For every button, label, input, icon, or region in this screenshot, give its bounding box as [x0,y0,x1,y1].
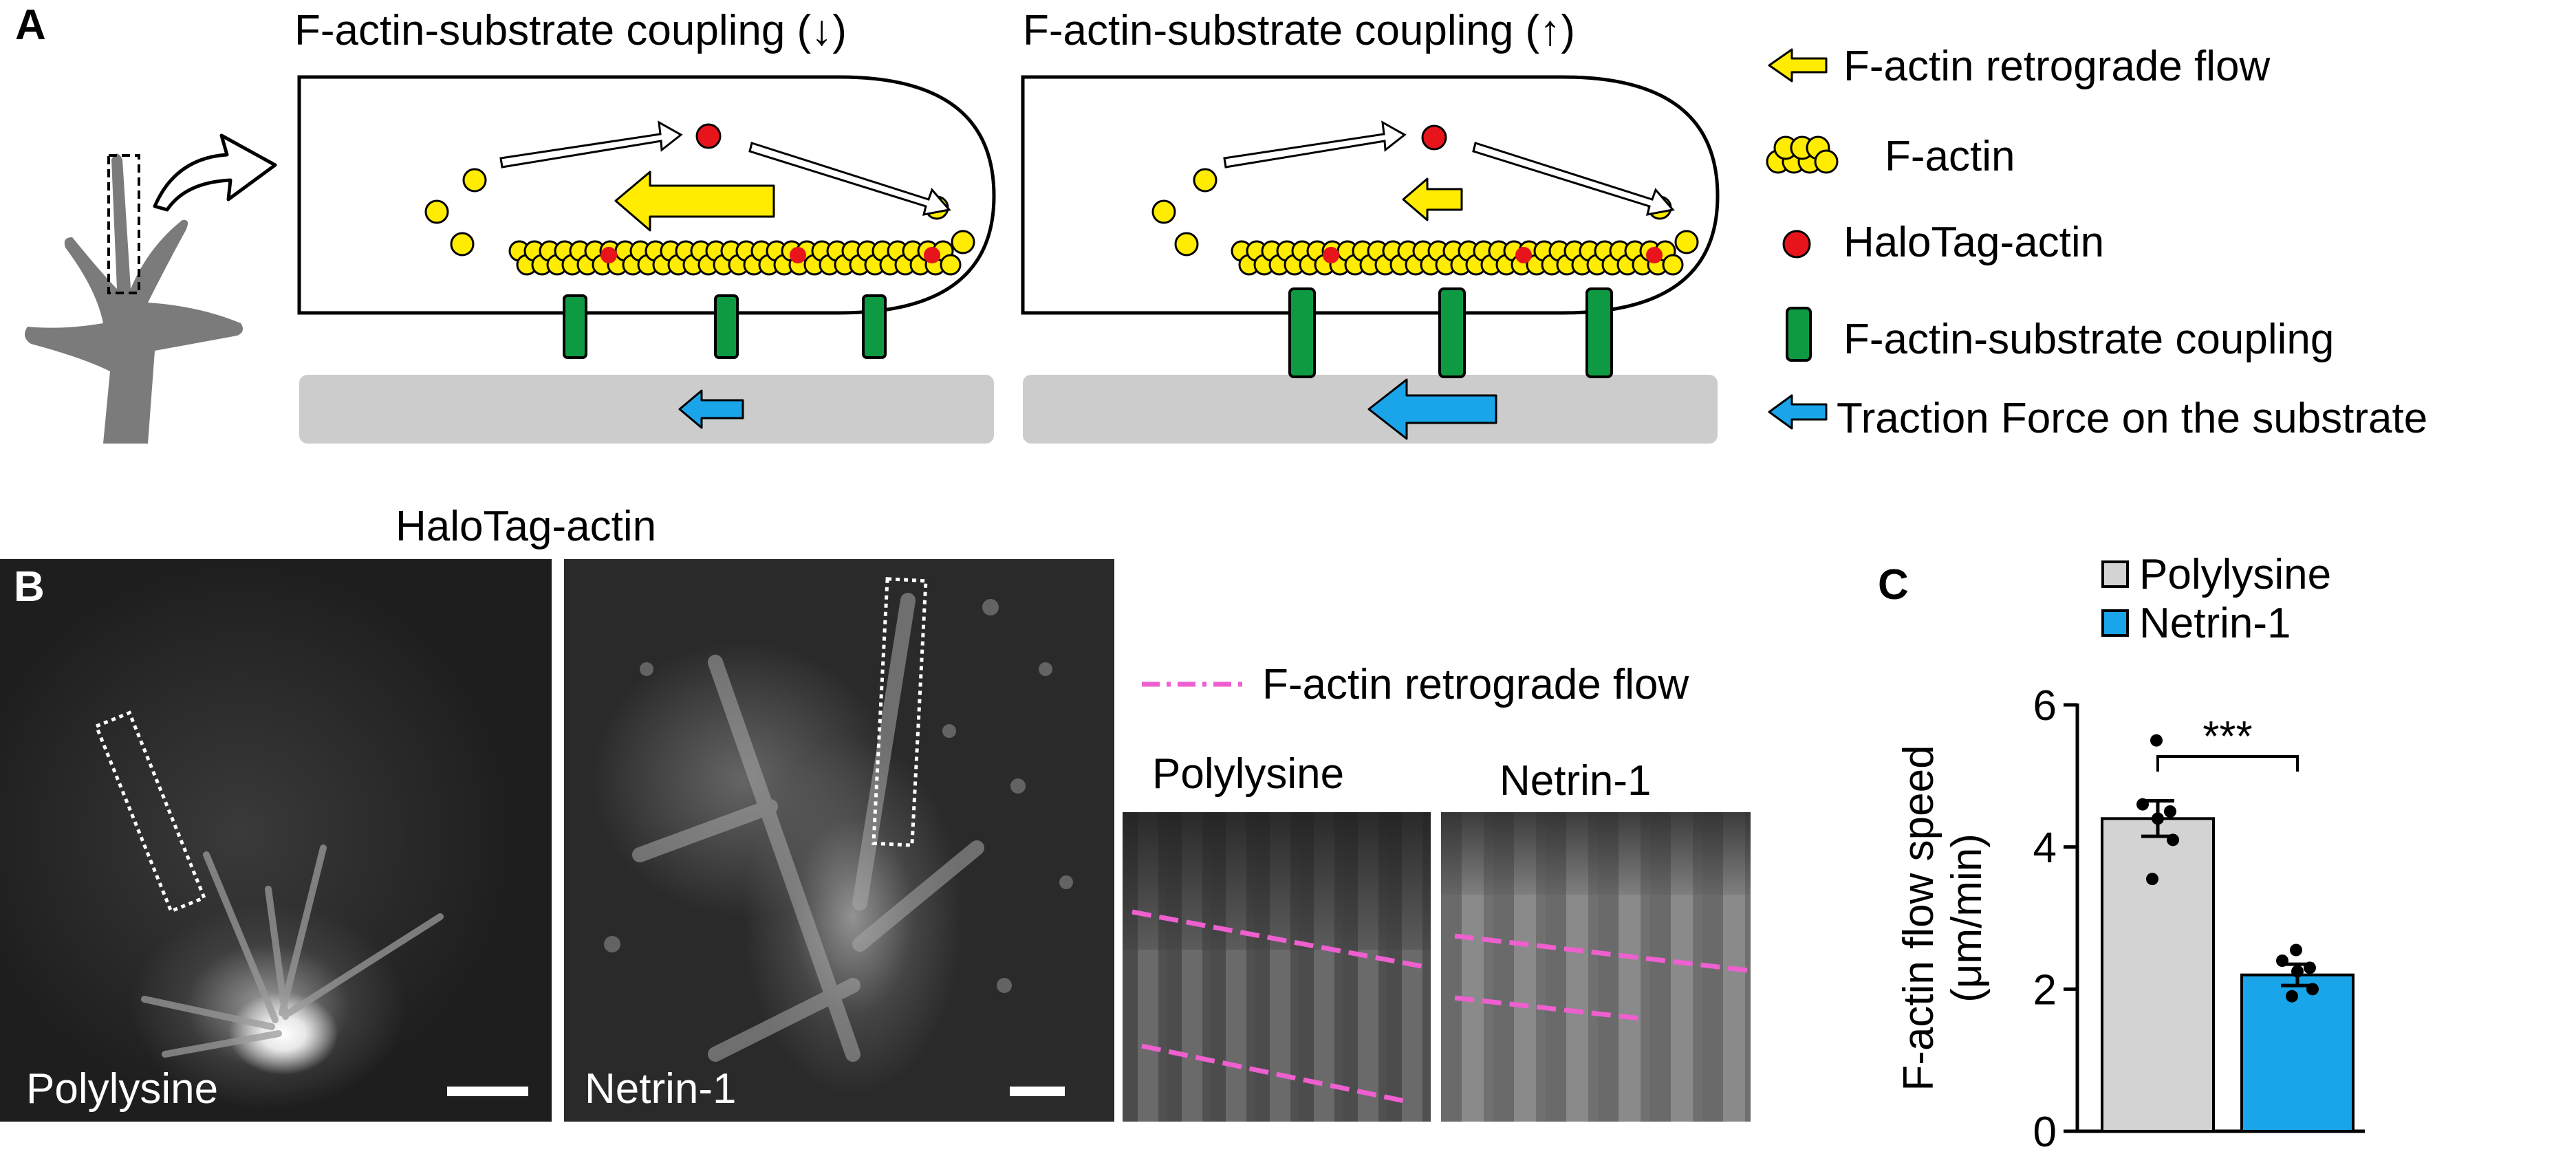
bar-polylysine [2101,817,2215,1133]
legend-label-halotag: HaloTag-actin [1843,219,2105,266]
panel-letter-c: C [1878,561,1909,609]
legend-label-traction: Traction Force on the substrate [1837,395,2428,442]
flow-line-legend-icon [1142,681,1245,687]
growth-cone-diagram [25,75,1720,444]
panel-letter-b: B [14,563,45,611]
chart-legend-swatch-polylysine [2101,560,2129,588]
micrograph-polylysine: B Polylysine [0,559,552,1122]
y-tick-label: 2 [2033,966,2057,1014]
chart-legend-polylysine: Polylysine [2139,551,2332,598]
data-point [2306,983,2319,996]
data-point [2276,955,2288,967]
red-dot-icon [1782,230,1811,259]
data-point [2146,873,2158,886]
kymo-left-title: Polylysine [1152,750,1345,798]
halotag-monomer [1515,247,1532,263]
data-point [2304,961,2316,974]
y-tick-label: 6 [2033,682,2057,730]
yellow-arrow-icon [1768,48,1828,83]
halotag-monomer [1323,247,1339,263]
micrograph-netrin: Netrin-1 [564,559,1114,1122]
kymograph-netrin [1441,812,1751,1122]
scale-bar-left [447,1087,528,1096]
zoom-box [107,154,140,294]
actin-monomer [940,254,962,276]
roi-box-left [94,710,207,914]
right-diagram-title: F-actin-substrate coupling (↑) [1023,7,1575,54]
legend-label-coupling: F-actin-substrate coupling [1843,316,2335,363]
data-point [2152,812,2164,825]
significance-bracket [2156,755,2299,772]
roi-box-right [872,577,928,847]
growth-cone-silhouette [25,153,243,444]
halotag-monomer [600,247,617,263]
y-axis-label-units: (μm/min) [1943,833,1991,1003]
green-bar-icon [1786,307,1812,362]
y-tick-label: 0 [2033,1109,2057,1156]
blue-arrow-icon [1768,394,1828,430]
data-point [2290,944,2302,957]
actin-cluster-icon [1766,135,1839,174]
chart-legend-netrin: Netrin-1 [2139,600,2291,647]
legend-label-flow: F-actin retrograde flow [1843,43,2271,90]
halotag-header: HaloTag-actin [396,503,657,550]
panel-letter-a: A [15,1,46,49]
data-point [2150,734,2163,747]
micrograph-right-label: Netrin-1 [585,1065,737,1113]
zoom-arrow-icon [153,133,277,212]
data-point [2167,833,2179,847]
actin-monomer [1662,254,1684,276]
significance-label: *** [2202,713,2252,761]
legend-label-factin: F-actin [1885,133,2015,180]
flow-speed-bar-chart: 0 2 4 6F-actin flow speed(μm/min) *** [1895,682,2365,1156]
left-diagram-title: F-actin-substrate coupling (↓) [294,7,847,54]
halotag-monomer [790,247,806,263]
kymograph-polylysine [1123,812,1431,1122]
halotag-monomer [924,247,940,263]
data-point [2136,798,2149,811]
y-axis-label: F-actin flow speed [1895,745,1942,1091]
y-tick-label: 4 [2033,825,2057,872]
halotag-monomer [1646,247,1663,263]
right-filopodium [1021,75,1720,444]
kymo-right-title: Netrin-1 [1500,757,1652,805]
left-filopodium [297,75,996,444]
data-point [2164,805,2176,818]
data-point [2291,965,2304,978]
bar-netrin [2240,973,2355,1133]
data-point [2286,990,2298,1003]
micrograph-left-label: Polylysine [26,1065,219,1113]
scale-bar-right [1010,1087,1065,1096]
kymo-legend-label: F-actin retrograde flow [1262,661,1689,708]
legend-icons [1766,48,1839,430]
chart-legend-swatch-netrin [2101,609,2129,637]
